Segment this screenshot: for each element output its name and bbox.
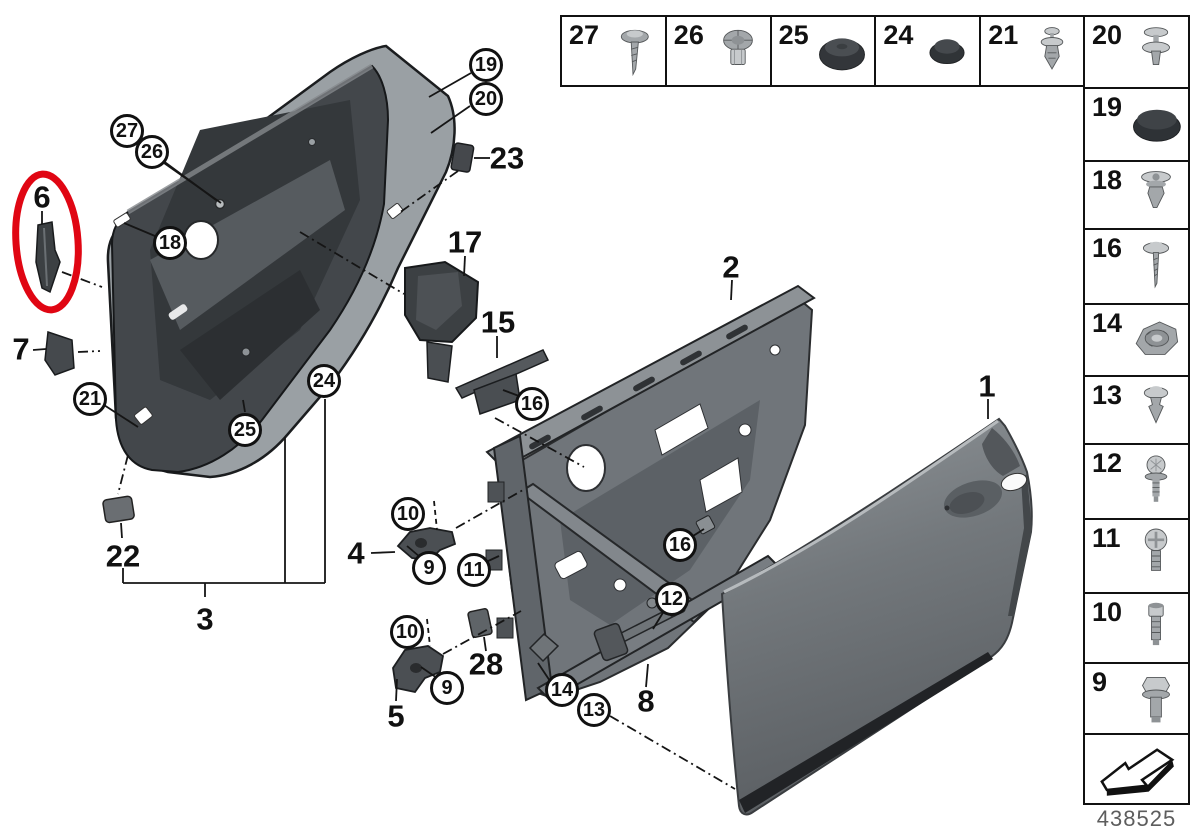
legend-number: 18 <box>1092 165 1123 195</box>
door-skin-drawing <box>720 417 1033 816</box>
legend-number: 13 <box>1092 380 1123 410</box>
legend-cell-26[interactable]: 26 <box>664 15 772 87</box>
legend-number: 26 <box>673 20 704 50</box>
callout-22[interactable]: 22 <box>105 538 141 574</box>
callout-9[interactable]: 9 <box>430 671 464 705</box>
legend-number: 10 <box>1092 597 1123 627</box>
callout-4[interactable]: 4 <box>347 535 365 571</box>
callout-24[interactable]: 24 <box>307 364 341 398</box>
legend-cell-13[interactable]: 13 <box>1083 375 1190 445</box>
legend-cell-20[interactable]: 20 <box>1083 15 1190 89</box>
push-rivet-icon <box>722 29 753 65</box>
legend-number: 27 <box>569 20 600 50</box>
callout-3[interactable]: 3 <box>196 601 214 637</box>
callout-6[interactable]: 6 <box>33 179 51 215</box>
legend-cell-12[interactable]: 12 <box>1083 443 1190 520</box>
callout-2[interactable]: 2 <box>722 249 740 285</box>
legend-number: 9 <box>1092 667 1108 697</box>
callout-25[interactable]: 25 <box>228 413 262 447</box>
legend-number: 11 <box>1092 523 1121 553</box>
large-cap-icon <box>819 38 866 71</box>
callout-13[interactable]: 13 <box>577 693 611 727</box>
legend-cell-24[interactable]: 24 <box>874 15 982 87</box>
callout-10[interactable]: 10 <box>390 615 424 649</box>
legend-number: 24 <box>883 20 914 50</box>
captive-nut-icon <box>1135 321 1179 355</box>
callout-19[interactable]: 19 <box>469 48 503 82</box>
legend-number: 12 <box>1092 448 1123 478</box>
callout-12[interactable]: 12 <box>655 582 689 616</box>
speaker-and-rail-drawing <box>404 260 550 415</box>
trim-panel-drawing <box>106 44 456 479</box>
legend-number: 14 <box>1092 308 1123 338</box>
legend-number: 25 <box>778 20 809 50</box>
callout-9[interactable]: 9 <box>412 551 446 585</box>
legend-cell-9[interactable]: 9 <box>1083 662 1190 735</box>
callout-26[interactable]: 26 <box>135 135 169 169</box>
callout-15[interactable]: 15 <box>480 304 516 340</box>
callout-10[interactable]: 10 <box>391 497 425 531</box>
legend-cell-11[interactable]: 11 <box>1083 518 1190 594</box>
callout-28[interactable]: 28 <box>468 646 504 682</box>
callout-14[interactable]: 14 <box>545 673 579 707</box>
sealing-plug-icon <box>929 39 965 65</box>
callout-21[interactable]: 21 <box>73 382 107 416</box>
callout-17[interactable]: 17 <box>447 224 483 260</box>
highlight-ellipse <box>12 170 82 314</box>
torx-stud-icon <box>1144 454 1168 502</box>
legend-cell-10[interactable]: 10 <box>1083 592 1190 664</box>
flange-bolt-icon <box>1141 676 1171 722</box>
legend-number: 19 <box>1092 92 1123 122</box>
callout-11[interactable]: 11 <box>457 553 491 587</box>
legend-arrow-cell[interactable] <box>1083 733 1190 805</box>
callout-20[interactable]: 20 <box>469 82 503 116</box>
callout-16[interactable]: 16 <box>515 387 549 421</box>
callout-1[interactable]: 1 <box>978 368 996 404</box>
legend-number: 21 <box>988 20 1019 50</box>
leader-lines <box>32 72 989 790</box>
callout-8[interactable]: 8 <box>637 683 655 719</box>
legend-number: 16 <box>1092 233 1123 263</box>
legend-cell-19[interactable]: 19 <box>1083 87 1190 162</box>
blind-rivet-icon <box>1142 27 1170 66</box>
grommet-clip-icon <box>1141 171 1171 209</box>
callout-16[interactable]: 16 <box>663 528 697 562</box>
expanding-rivet-icon <box>1040 27 1064 70</box>
legend-cell-21[interactable]: 21 <box>979 15 1086 87</box>
callout-23[interactable]: 23 <box>489 140 525 176</box>
expanding-clip-icon <box>1143 386 1169 424</box>
legend-cell-25[interactable]: 25 <box>769 15 877 87</box>
callout-18[interactable]: 18 <box>153 226 187 260</box>
callout-7[interactable]: 7 <box>12 331 30 367</box>
legend-cell-14[interactable]: 14 <box>1083 303 1190 377</box>
legend-cell-16[interactable]: 16 <box>1083 228 1190 305</box>
legend-number: 20 <box>1092 20 1123 50</box>
cover-cap-icon <box>1133 109 1181 142</box>
callout-5[interactable]: 5 <box>387 698 405 734</box>
direction-arrow-icon <box>1099 748 1174 796</box>
pan-screw-icon <box>1144 528 1168 571</box>
cheese-screw-icon <box>1148 602 1164 646</box>
diagram-number: 438525 <box>1096 806 1177 831</box>
legend-cell-18[interactable]: 18 <box>1083 160 1190 230</box>
washer-screw-icon <box>1142 241 1170 289</box>
small-parts-left <box>35 142 475 524</box>
screw-tapping-icon <box>620 29 649 77</box>
legend-cell-27[interactable]: 27 <box>560 15 667 87</box>
